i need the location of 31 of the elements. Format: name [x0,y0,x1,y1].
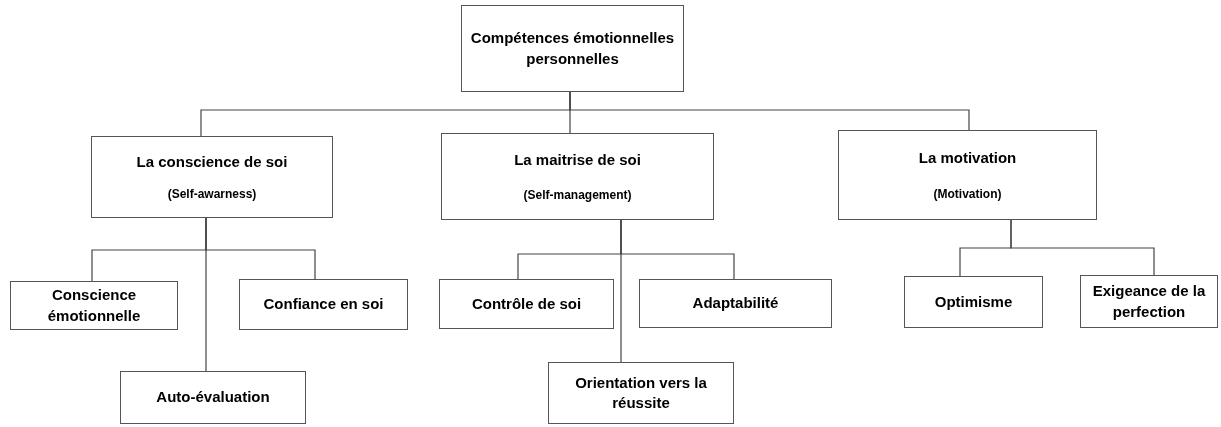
node-box [838,130,1097,220]
node-subtitle: (Self-awarness) [167,186,257,202]
node-title: Confiance en soi [263,294,384,315]
node-title: Auto-évaluation [156,387,270,408]
connector-line [1010,219,1155,276]
node-box [1080,275,1218,328]
node-box [461,5,684,92]
node-box [239,279,408,330]
node-box [441,133,714,220]
node-title: Compétences émotionnelles personnelles [469,28,676,69]
connector-line [620,219,622,363]
node-box [120,371,306,424]
node-box [639,279,832,328]
node-title: Optimisme [934,291,1013,312]
node-title: Orientation vers la réussite [574,372,708,413]
node-title: La maitrise de soi [514,150,641,171]
node-subtitle: (Self-management) [523,187,632,203]
node-title: La conscience de soi [136,152,288,173]
node-title: Exigeance de la perfection [1091,281,1207,322]
connector-line [205,217,207,372]
node-box [439,279,614,329]
node-box [904,276,1043,328]
node-box [91,136,333,218]
node-box [10,281,178,330]
connector-line [569,91,970,131]
node-subtitle: (Motivation) [933,186,1002,202]
node-title: La motivation [918,148,1017,169]
node-title: Adaptabilité [692,293,779,314]
node-title: Contrôle de soi [471,293,582,314]
node-box [548,362,734,424]
node-title: Conscience émotionnelle [46,285,142,326]
